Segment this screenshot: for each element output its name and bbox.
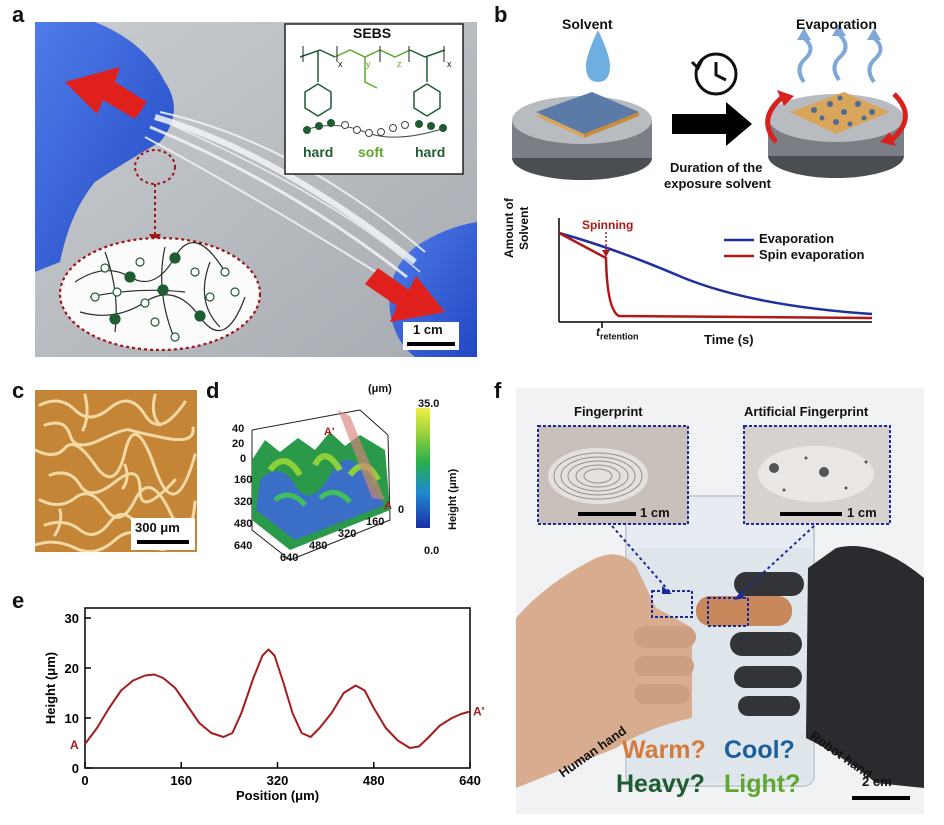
e-ylabel: Height (μm) (43, 652, 58, 724)
panel-a-photo (35, 22, 477, 357)
e-marker-a: A (70, 738, 79, 752)
fingerprint-label: Fingerprint (574, 404, 643, 419)
panel-a-letter: a (12, 2, 25, 27)
d-xtick-0: 0 (398, 504, 405, 516)
warm-label: Warm? (622, 736, 706, 764)
legend-spin: Spin evaporation (759, 247, 865, 262)
d-ytick-160: 160 (234, 474, 253, 486)
heavy-label: Heavy? (616, 770, 705, 798)
e-xtick-label-2: 320 (267, 773, 289, 788)
scale-bar-f-main: 2 cm (862, 774, 892, 789)
panel-d-letter: d (206, 378, 220, 403)
panel-e-letter: e (12, 588, 25, 613)
d-xtick-160: 160 (366, 516, 385, 528)
b-ylabel-2: Solvent (517, 206, 531, 250)
labyrinth-pattern (35, 390, 197, 552)
d-xtick-640: 640 (280, 552, 299, 564)
scale-bar-c-label: 300 μm (135, 520, 180, 535)
e-marker-a-prime: A' (473, 705, 485, 719)
solvent-label: Solvent (562, 16, 613, 32)
artificial-fingerprint-label: Artificial Fingerprint (744, 404, 869, 419)
scale-bar-f-right: 1 cm (847, 505, 877, 520)
scale-bar-a-label: 1 cm (413, 322, 443, 337)
d-ztick-20: 20 (232, 438, 245, 450)
d-colorbar-label: Height (μm) (447, 468, 459, 530)
e-xtick-label-1: 160 (170, 773, 192, 788)
b-spin-curve (558, 231, 873, 320)
panel-b-schematic (512, 24, 908, 328)
panel-f-photo: Fingerprint Artificial Fingerprint 1 cm … (516, 388, 924, 814)
hard-label-left: hard (303, 144, 334, 160)
e-height-profile-line (84, 648, 471, 749)
d-unit: (μm) (368, 383, 392, 395)
panel-c-letter: c (12, 378, 25, 403)
d-ztick-40: 40 (232, 423, 245, 435)
d-xtick-320: 320 (338, 528, 357, 540)
panel-f-illustration (516, 388, 924, 814)
panel-f-letter: f (494, 378, 502, 403)
duration-label-1: Duration of the (670, 160, 763, 175)
panel-b-letter: b (494, 2, 508, 27)
spinning-label: Spinning (582, 218, 634, 232)
panel-c-micrograph: 300 μm (35, 390, 197, 552)
d-ztick-0: 0 (240, 453, 247, 465)
sebs-chain (303, 119, 447, 138)
left-red-arrow (65, 67, 147, 119)
cool-label: Cool? (724, 736, 795, 764)
e-ytick-label-1: 10 (65, 711, 79, 726)
d-marker-a: A (384, 500, 392, 512)
hard-label-right: hard (415, 144, 446, 160)
subscript-z: z (397, 59, 402, 69)
e-ytick-label-0: 0 (72, 761, 79, 776)
d-xtick-480: 480 (309, 540, 328, 552)
e-xtick-label-0: 0 (81, 773, 88, 788)
b-xlabel: Time (s) (704, 332, 754, 347)
t-retention: tretention (596, 325, 639, 342)
artificial-finger (696, 596, 792, 626)
d-colorbar-min: 0.0 (424, 545, 440, 557)
sebs-box (284, 23, 464, 175)
e-xlabel: Position (μm) (236, 788, 319, 803)
panel-a: SEBS x y z x hard soft hard 1 cm (35, 22, 477, 357)
soft-label: soft (358, 144, 384, 160)
legend-evaporation: Evaporation (759, 231, 835, 246)
d-ytick-320: 320 (234, 496, 253, 508)
subscript-x2: x (447, 59, 452, 69)
d-colorbar-max: 35.0 (418, 398, 440, 410)
e-xtick-label-3: 480 (363, 773, 385, 788)
panel-d-3d-plot (251, 408, 430, 561)
human-hand (516, 554, 692, 788)
evaporation-label: Evaporation (796, 16, 877, 32)
light-label: Light? (724, 770, 801, 798)
right-red-arrow (365, 268, 445, 322)
e-ytick-label-3: 30 (65, 611, 79, 626)
e-ytick-label-2: 20 (65, 661, 79, 676)
b-ylabel-1: Amount of (502, 198, 516, 258)
d-marker-a-prime: A' (324, 426, 335, 438)
e-xtick-label-4: 640 (459, 773, 481, 788)
duration-label-2: exposure solvent (664, 176, 771, 191)
e-plot-frame (84, 607, 471, 769)
zoom-circle (134, 149, 176, 185)
scale-bar-f-left: 1 cm (640, 505, 670, 520)
network-nodes (90, 252, 240, 342)
d-ytick-480: 480 (234, 518, 253, 530)
robot-hand (806, 546, 924, 788)
subscript-y: y (366, 59, 371, 69)
sebs-title: SEBS (353, 25, 392, 41)
sebs-structure (299, 46, 446, 117)
subscript-x1: x (338, 59, 343, 69)
b-evaporation-curve (558, 231, 873, 316)
d-ytick-640: 640 (234, 540, 253, 552)
